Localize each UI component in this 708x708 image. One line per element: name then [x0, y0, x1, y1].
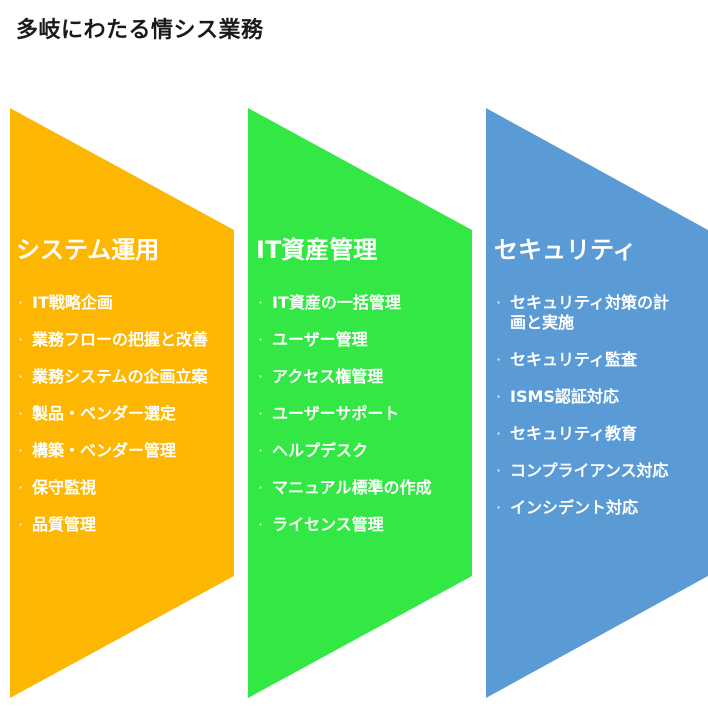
chevron-it-asset-management	[248, 108, 472, 698]
list-item: 品質管理	[16, 515, 216, 535]
list-item: 業務システムの企画立案	[16, 367, 216, 387]
list-item: IT資産の一括管理	[256, 293, 456, 313]
list-item: セキュリティ教育	[494, 424, 684, 444]
list-item: コンプライアンス対応	[494, 461, 684, 481]
list-item: 構築・ベンダー管理	[16, 441, 216, 461]
list-item: アクセス権管理	[256, 367, 456, 387]
panel-heading: システム運用	[16, 236, 160, 264]
panel-system-operation: システム運用 IT戦略企画 業務フローの把握と改善 業務システムの企画立案 製品…	[16, 230, 216, 552]
list-item: ユーザーサポート	[256, 404, 456, 424]
panel-heading: セキュリティ	[494, 236, 637, 264]
list-item: ISMS認証対応	[494, 387, 684, 407]
task-list: セキュリティ対策の計画と実施 セキュリティ監査 ISMS認証対応 セキュリティ教…	[494, 293, 684, 518]
list-item: IT戦略企画	[16, 293, 216, 313]
panel-security: セキュリティ セキュリティ対策の計画と実施 セキュリティ監査 ISMS認証対応 …	[494, 230, 684, 535]
list-item: ユーザー管理	[256, 330, 456, 350]
task-list: IT戦略企画 業務フローの把握と改善 業務システムの企画立案 製品・ベンダー選定…	[16, 293, 216, 535]
list-item: 保守監視	[16, 478, 216, 498]
list-item: 業務フローの把握と改善	[16, 330, 216, 350]
list-item: 製品・ベンダー選定	[16, 404, 216, 424]
panel-heading: IT資産管理	[256, 236, 378, 264]
chevron-system-operation	[10, 108, 234, 698]
panel-it-asset-management: IT資産管理 IT資産の一括管理 ユーザー管理 アクセス権管理 ユーザーサポート…	[256, 230, 456, 552]
list-item: セキュリティ監査	[494, 350, 684, 370]
task-list: IT資産の一括管理 ユーザー管理 アクセス権管理 ユーザーサポート ヘルプデスク…	[256, 293, 456, 535]
list-item: ライセンス管理	[256, 515, 456, 535]
list-item: インシデント対応	[494, 498, 684, 518]
list-item: ヘルプデスク	[256, 441, 456, 461]
page-title: 多岐にわたる情シス業務	[16, 18, 264, 43]
list-item: マニュアル標準の作成	[256, 478, 456, 498]
list-item: セキュリティ対策の計画と実施	[494, 293, 684, 333]
